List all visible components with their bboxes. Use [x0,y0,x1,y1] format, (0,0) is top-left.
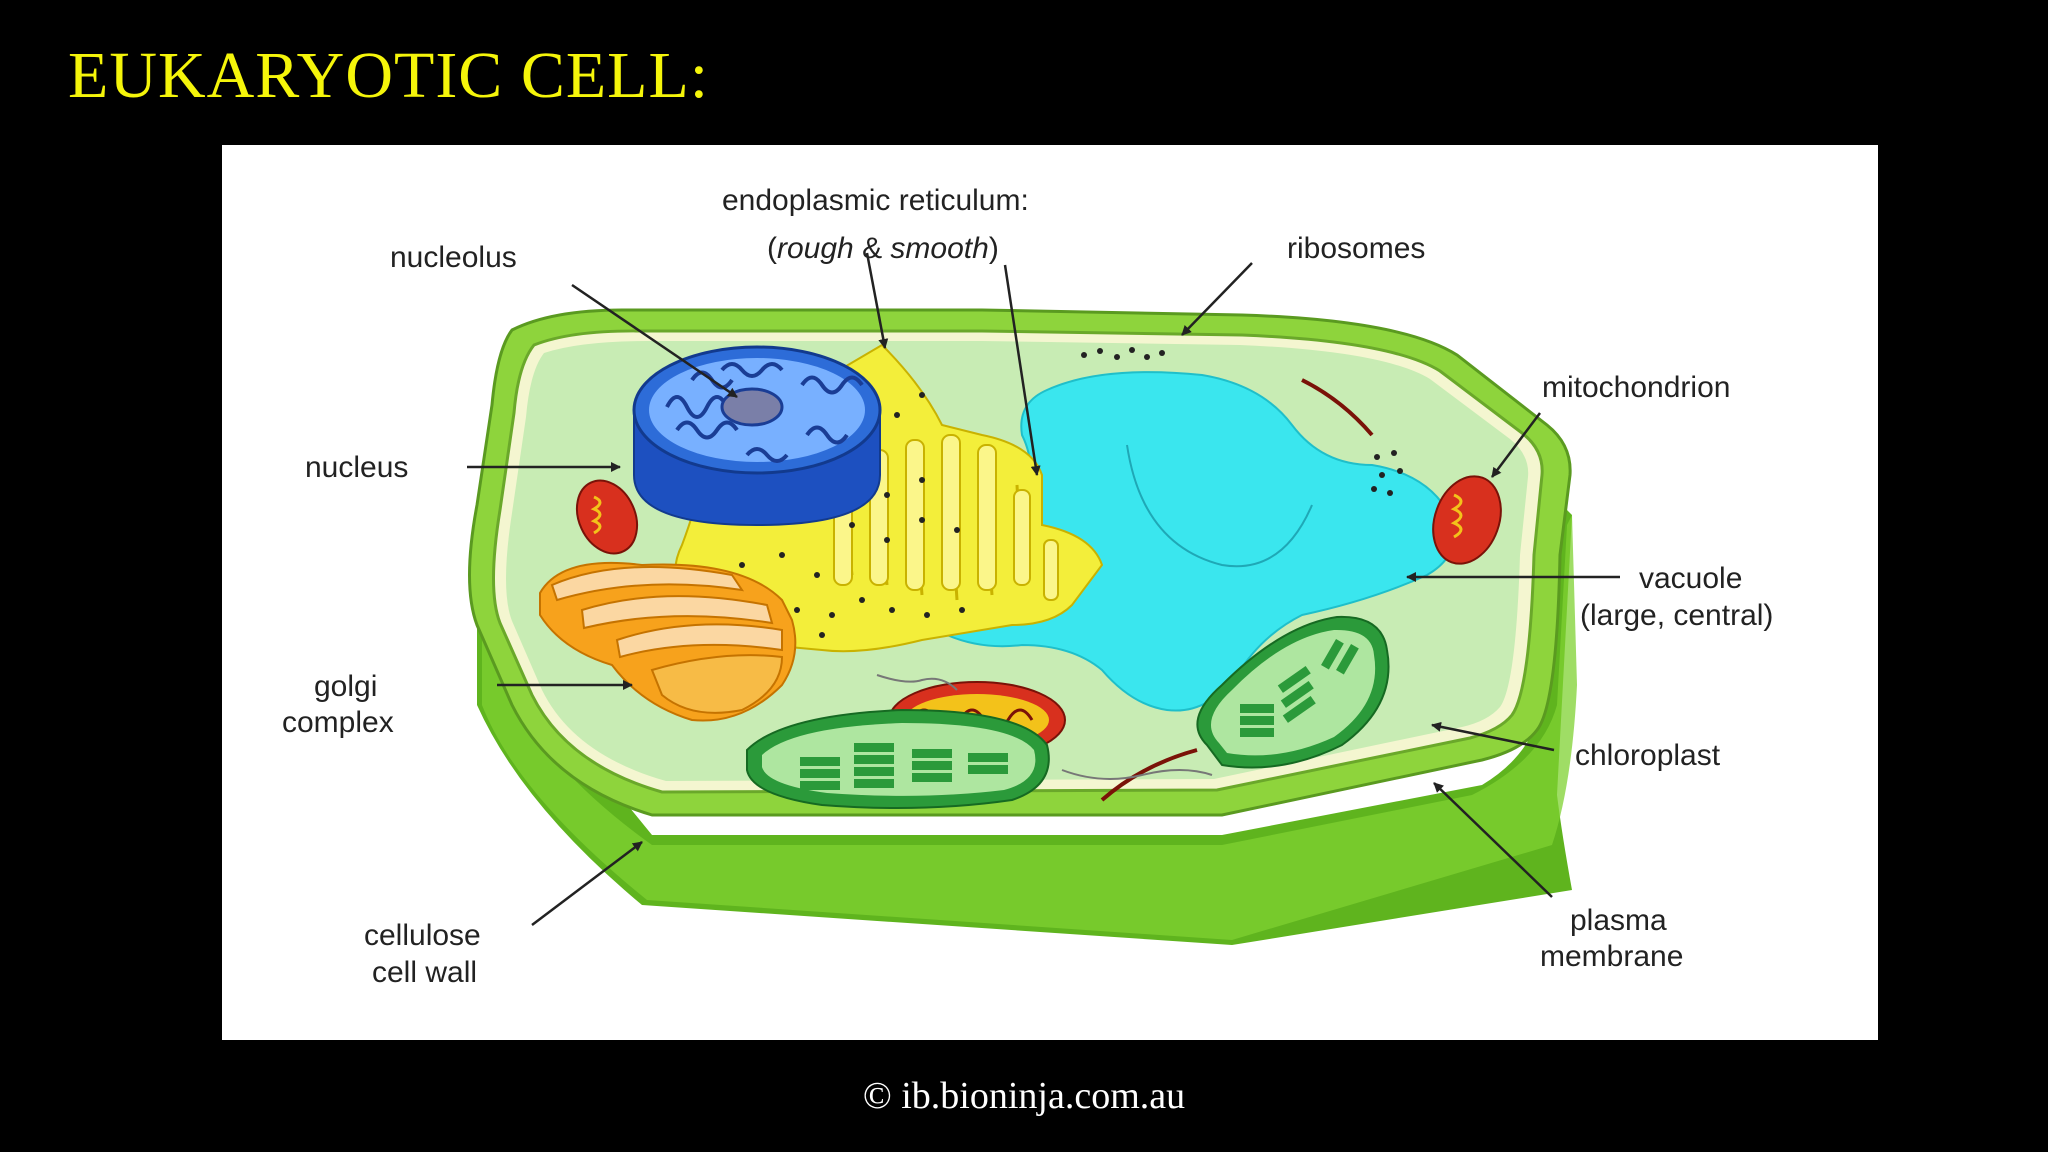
nucleolus [720,387,784,427]
golgi-complex [539,561,797,722]
label-nucleus: nucleus [305,451,408,484]
cell-diagram-panel: endoplasmic reticulum: (rough & smooth) … [222,145,1878,1040]
leader-arrows [467,252,1620,926]
label-membrane: membrane [1540,940,1683,973]
label-cellulose: cellulose [364,919,481,952]
mitochondrion-right [1432,475,1502,565]
slide-title: EUKARYOTIC CELL: [68,39,710,112]
chloroplast-bottom [746,708,1050,810]
label-ribosomes: ribosomes [1287,232,1425,265]
cytoskeleton-filaments [876,378,1374,802]
label-vacuole: vacuole [1639,562,1742,595]
label-mitochondrion: mitochondrion [1542,371,1730,404]
label-chloroplast: chloroplast [1575,739,1721,772]
ribosomes [1081,347,1403,496]
label-vacuole-detail: (large, central) [1580,599,1773,632]
vacuole-fold [1126,444,1313,568]
label-golgi-complex: complex [282,706,394,739]
cell-wall-side-highlight [482,515,1577,940]
label-golgi: golgi [314,670,377,703]
label-plasma: plasma [1570,904,1667,937]
mitochondrion-left [575,479,639,555]
label-er-types: (rough & smooth) [767,232,999,265]
label-er-title: endoplasmic reticulum: [722,184,1029,217]
label-cell-wall: cell wall [372,956,477,989]
cell-diagram: endoplasmic reticulum: (rough & smooth) … [282,184,1773,989]
label-nucleolus: nucleolus [390,241,517,274]
copyright-notice: © ib.bioninja.com.au [862,1075,1186,1117]
chloroplast-right [1196,615,1390,769]
nucleus [632,345,882,527]
